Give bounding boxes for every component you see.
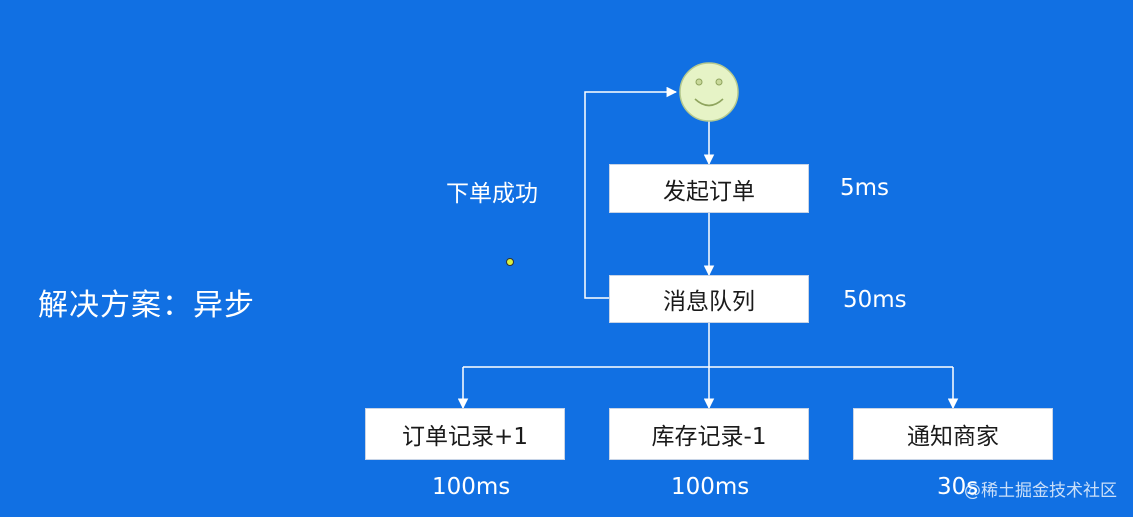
- start-order-box: 发起订单: [609, 164, 809, 213]
- message-queue-timing: 50ms: [843, 287, 907, 313]
- notify-merchant-box: 通知商家: [853, 408, 1053, 460]
- order-record-box: 订单记录+1: [365, 408, 565, 460]
- inventory-record-timing: 100ms: [671, 474, 750, 500]
- message-queue-box: 消息队列: [609, 275, 809, 323]
- start-order-timing: 5ms: [840, 175, 890, 201]
- notify-merchant-timing: 30s: [937, 474, 979, 500]
- watermark: @稀土掘金技术社区: [964, 481, 1117, 501]
- order-success-label: 下单成功: [446, 181, 538, 207]
- slide-title: 解决方案：异步: [38, 288, 255, 323]
- pointer-dot: [506, 258, 514, 266]
- user-smiley-icon: [679, 62, 739, 122]
- arrow-queue-return-to-face: [584, 86, 678, 299]
- inventory-record-box: 库存记录-1: [609, 408, 809, 460]
- order-record-timing: 100ms: [432, 474, 511, 500]
